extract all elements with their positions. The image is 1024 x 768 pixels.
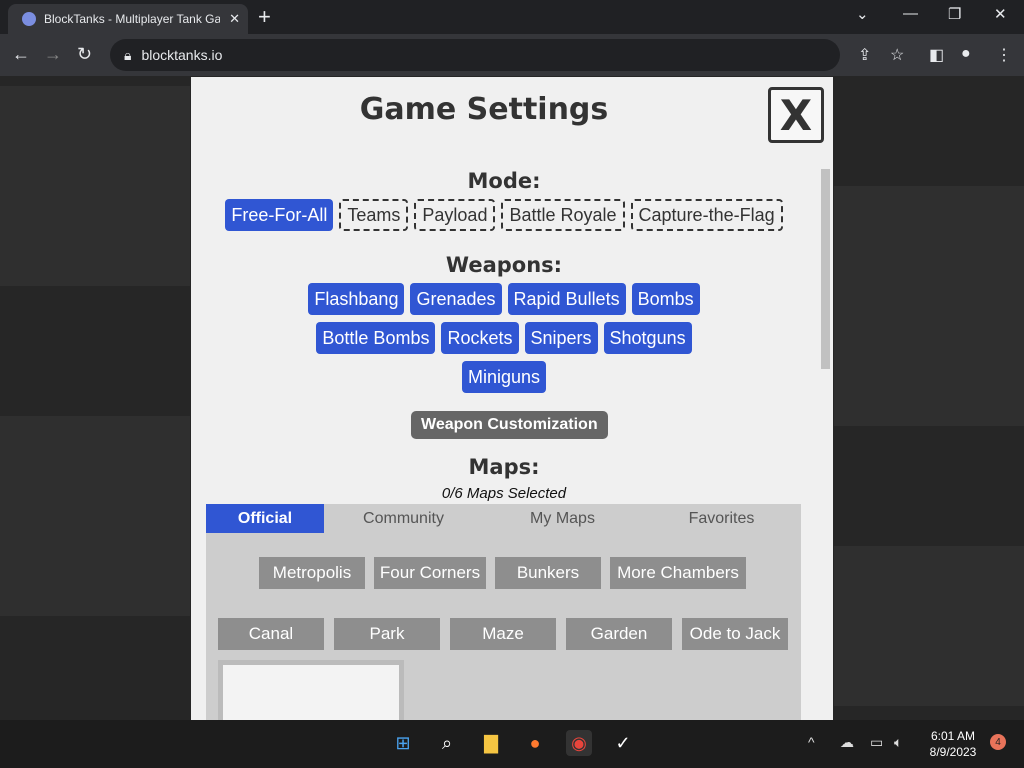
maps-heading: Maps: [468, 455, 540, 479]
clock[interactable]: 6:01 AM 8/9/2023 [922, 728, 984, 760]
mode-capture-the-flag[interactable]: Capture-the-Flag [630, 199, 783, 231]
side-panel-icon[interactable]: ◧ [929, 47, 945, 64]
tab-title: BlockTanks - Multiplayer Tank Game [44, 12, 220, 26]
onedrive-icon[interactable]: ☁ [840, 734, 854, 750]
map-preview-thumbnail[interactable] [218, 660, 404, 720]
maps-browser: Official Community My Maps Favorites Met… [206, 504, 801, 720]
url-text: blocktanks.io [141, 47, 223, 63]
notification-badge[interactable]: 4 [990, 734, 1006, 750]
weapon-miniguns[interactable]: Miniguns [461, 361, 547, 393]
network-icon[interactable]: ▭ [870, 734, 884, 750]
tab-community[interactable]: Community [363, 509, 444, 527]
weapon-rockets[interactable]: Rockets [441, 322, 519, 354]
weapon-flashbang[interactable]: Flashbang [308, 283, 405, 315]
map-more-chambers[interactable]: More Chambers [610, 557, 746, 589]
menu-icon[interactable]: ⋮ [996, 47, 1012, 64]
lock-icon: 🔒︎ [124, 46, 132, 63]
tab-my-maps[interactable]: My Maps [530, 509, 595, 527]
address-bar[interactable]: 🔒︎ blocktanks.io [110, 39, 840, 71]
volume-icon[interactable]: 🔈︎ [894, 734, 903, 750]
mode-teams[interactable]: Teams [339, 199, 409, 231]
browser-titlebar: BlockTanks - Multiplayer Tank Game ✕ + ⌄… [0, 0, 1024, 34]
show-hidden-icons[interactable]: ^ [808, 734, 815, 750]
forward-icon[interactable]: → [44, 44, 62, 64]
map-bunkers[interactable]: Bunkers [495, 557, 601, 589]
tab-favorites[interactable]: Favorites [688, 509, 755, 527]
share-icon[interactable]: ⇪ [858, 47, 872, 64]
weapon-shotguns[interactable]: Shotguns [603, 322, 692, 354]
profile-icon[interactable]: ● [961, 45, 971, 62]
weapons-heading: Weapons: [445, 253, 563, 277]
maps-selected-count: 0/6 Maps Selected [441, 485, 567, 502]
site-favicon-icon [22, 12, 36, 26]
mode-battle-royale[interactable]: Battle Royale [501, 199, 625, 231]
taskbar: ⊞ ⌕ ▇ ● ◉ ✓ ^ ☁ ▭ 🔈︎ 6:01 AM 8/9/2023 4 [0, 720, 1024, 768]
chrome-icon[interactable]: ◉ [566, 730, 592, 756]
tab-official[interactable]: Official [206, 504, 324, 533]
weapon-grenades[interactable]: Grenades [410, 283, 502, 315]
map-ode-to-jack[interactable]: Ode to Jack [682, 618, 788, 650]
scrollbar-thumb[interactable] [821, 169, 830, 369]
game-settings-panel: Game Settings X Mode: Free-For-All Teams… [191, 77, 833, 720]
browser-toolbar: ← → ↻ 🔒︎ blocktanks.io ⇪ ☆ ◧ ● ⋮ [0, 34, 1024, 76]
close-settings-button[interactable]: X [768, 87, 824, 143]
reload-icon[interactable]: ↻ [77, 44, 93, 64]
map-maze[interactable]: Maze [450, 618, 556, 650]
minimize-button[interactable]: — [903, 5, 918, 22]
weapon-bombs[interactable]: Bombs [631, 283, 700, 315]
weapon-customization-button[interactable]: Weapon Customization [411, 411, 608, 439]
map-four-corners[interactable]: Four Corners [374, 557, 486, 589]
firefox-icon[interactable]: ● [529, 732, 541, 753]
mode-payload[interactable]: Payload [414, 199, 496, 231]
map-garden[interactable]: Garden [566, 618, 672, 650]
start-icon[interactable]: ⊞ [395, 732, 411, 753]
map-park[interactable]: Park [334, 618, 440, 650]
map-canal[interactable]: Canal [218, 618, 324, 650]
mode-heading: Mode: [467, 169, 541, 193]
mode-free-for-all[interactable]: Free-For-All [225, 199, 334, 231]
mode-options: Free-For-All Teams Payload Battle Royale… [191, 199, 817, 231]
browser-tab[interactable]: BlockTanks - Multiplayer Tank Game ✕ [8, 4, 248, 34]
weapon-bottle-bombs[interactable]: Bottle Bombs [316, 322, 436, 354]
search-icon[interactable]: ⌕ [441, 732, 453, 753]
weapon-snipers[interactable]: Snipers [524, 322, 598, 354]
weapon-rapid-bullets[interactable]: Rapid Bullets [507, 283, 626, 315]
restore-button[interactable]: ❐ [948, 6, 962, 23]
scrollbar[interactable] [818, 157, 833, 720]
tab-search-icon[interactable]: ⌄ [856, 6, 869, 23]
tab-close-icon[interactable]: ✕ [229, 11, 240, 26]
date: 8/9/2023 [929, 745, 977, 759]
time: 6:01 AM [930, 729, 976, 743]
close-window-button[interactable]: ✕ [994, 6, 1007, 23]
new-tab-button[interactable]: + [258, 4, 271, 29]
back-icon[interactable]: ← [12, 44, 30, 64]
file-explorer-icon[interactable]: ▇ [484, 732, 498, 753]
page-title: Game Settings [359, 92, 609, 127]
app-icon[interactable]: ✓ [615, 732, 631, 753]
bookmark-star-icon[interactable]: ☆ [890, 47, 905, 64]
map-metropolis[interactable]: Metropolis [259, 557, 365, 589]
